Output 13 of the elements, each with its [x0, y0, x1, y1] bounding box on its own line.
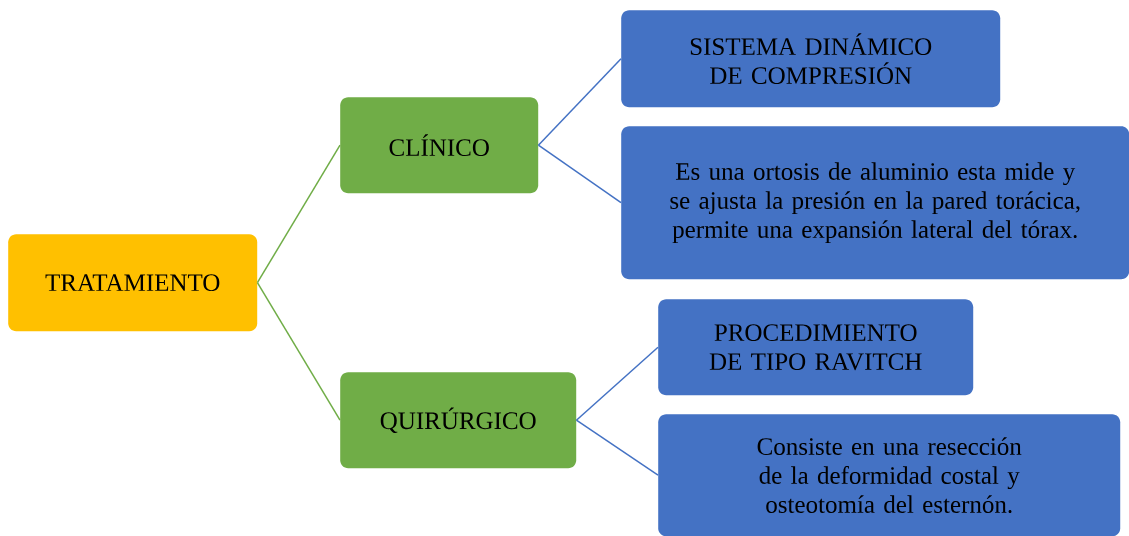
category-box: CLÍNICO: [340, 97, 539, 194]
root-box: TRATAMIENTO: [8, 234, 258, 332]
connector-line: [575, 419, 659, 476]
topic-box: SISTEMA DINÁMICO DE COMPRESIÓN: [621, 10, 1001, 108]
category-box: QUIRÚRGICO: [340, 372, 577, 469]
connector-line: [256, 281, 341, 421]
connector-line: [537, 57, 622, 146]
connector-line: [537, 144, 622, 204]
description-box: Es una ortosis de aluminio esta mide y se ajusta la presión en la pared torácica, permite una expansión lateral del tórax.: [621, 126, 1129, 280]
connector-line: [256, 144, 341, 284]
description-box: Consiste en una resección de la deformidad costal y osteotomía del esternón.: [658, 414, 1121, 536]
connector-line: [575, 346, 659, 421]
topic-box: PROCEDIMIENTO DE TIPO RAVITCH: [658, 299, 974, 396]
